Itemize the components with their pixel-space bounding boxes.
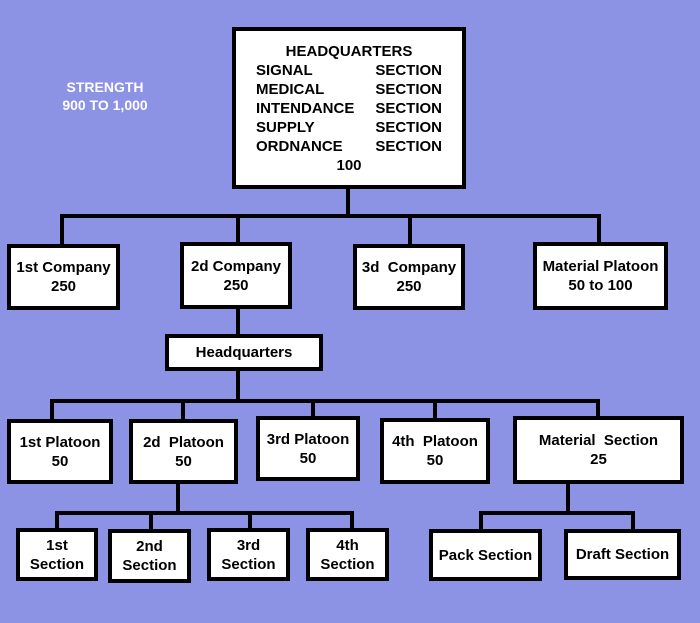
company2-drop-line [236, 214, 240, 244]
hq-down-line [346, 186, 350, 218]
platoon2-drop-line [181, 399, 185, 421]
company-strength: 50 to 100 [568, 277, 633, 294]
pack-section-box: Pack Section [429, 529, 542, 581]
section-label: Section [320, 555, 375, 573]
draft-drop-line [631, 511, 635, 531]
platoon3-drop-line [311, 399, 315, 418]
platoon1-drop-line [50, 399, 54, 421]
pack-drop-line [479, 511, 483, 531]
material-platoon-drop-line [597, 214, 601, 244]
platoon-box-4: 4th Platoon 50 [380, 418, 490, 484]
headquarters-strength: 100 [336, 156, 362, 174]
section3-drop-line [248, 511, 252, 530]
company-strength: 250 [50, 278, 77, 295]
section-box-3: 3rd Section [207, 528, 290, 581]
section-label: Section [221, 555, 276, 573]
section-label: Section [122, 557, 177, 574]
section-box-1: 1st Section [16, 528, 98, 581]
platoon-box-3: 3rd Platoon 50 [256, 416, 360, 481]
draft-section-box: Draft Section [564, 529, 681, 580]
company2-to-hq-line [236, 306, 240, 336]
section-bus-line [55, 511, 354, 515]
company-strength: 250 [223, 276, 249, 294]
company-box-1: 1st Company 250 [7, 244, 120, 310]
company-hq-box: Headquarters [165, 334, 323, 371]
section-box-2: 2nd Section [108, 529, 191, 583]
pack-section-label: Pack Section [438, 546, 533, 564]
platoon2-down-line [176, 482, 180, 515]
platoon-strength: 50 [175, 452, 192, 470]
platoon-box-2: 2d Platoon 50 [129, 419, 238, 484]
material-section-drop-line [596, 399, 600, 418]
company-name: Material Platoon [542, 258, 659, 275]
section2-drop-line [149, 511, 153, 531]
company1-drop-line [60, 214, 64, 246]
company-box-2: 2d Company 250 [180, 242, 292, 309]
platoon-strength: 50 [299, 449, 317, 467]
material-section-down-line [566, 482, 570, 515]
platoon-bus-line [50, 399, 600, 403]
strength-value: 900 TO 1,000 [62, 97, 148, 113]
company-name: 3d Company [361, 259, 457, 276]
platoon-strength: 50 [51, 452, 69, 470]
platoon-name: 4th Platoon [392, 433, 478, 450]
company-name: 2d Company [190, 257, 281, 275]
platoon4-drop-line [433, 399, 437, 420]
platoon-strength: 25 [590, 451, 607, 468]
section-number: 2nd [136, 538, 163, 555]
section-box-4: 4th Section [306, 528, 389, 581]
section-number: 1st [46, 536, 68, 554]
company-box-3: 3d Company 250 [353, 244, 465, 310]
material-bus-line [479, 511, 635, 515]
section1-drop-line [55, 511, 59, 530]
strength-note: STRENGTH 900 TO 1,000 [50, 78, 160, 114]
company-hq-label: Headquarters [195, 344, 293, 361]
company-name: 1st Company [16, 259, 111, 276]
platoon-name: 2d Platoon [143, 433, 224, 451]
platoon-name: 1st Platoon [19, 433, 101, 451]
company-hq-down-line [236, 368, 240, 402]
headquarters-title: HEADQUARTERS [285, 42, 413, 60]
section-label: Section [29, 555, 85, 573]
platoon-strength: 50 [426, 452, 444, 469]
company-strength: 250 [396, 278, 422, 295]
section-number: 4th [336, 536, 359, 554]
platoon-name: Material Section [538, 432, 659, 449]
strength-label: STRENGTH [66, 79, 144, 95]
material-platoon-box: Material Platoon 50 to 100 [533, 242, 668, 310]
section-number: 3rd [236, 536, 261, 554]
draft-section-label: Draft Section [575, 546, 670, 563]
platoon-box-1: 1st Platoon 50 [7, 419, 113, 484]
platoon-name: 3rd Platoon [266, 430, 350, 448]
company3-drop-line [408, 214, 412, 246]
section4-drop-line [350, 511, 354, 530]
material-section-box: Material Section 25 [513, 416, 684, 484]
company-bus-line [60, 214, 601, 218]
